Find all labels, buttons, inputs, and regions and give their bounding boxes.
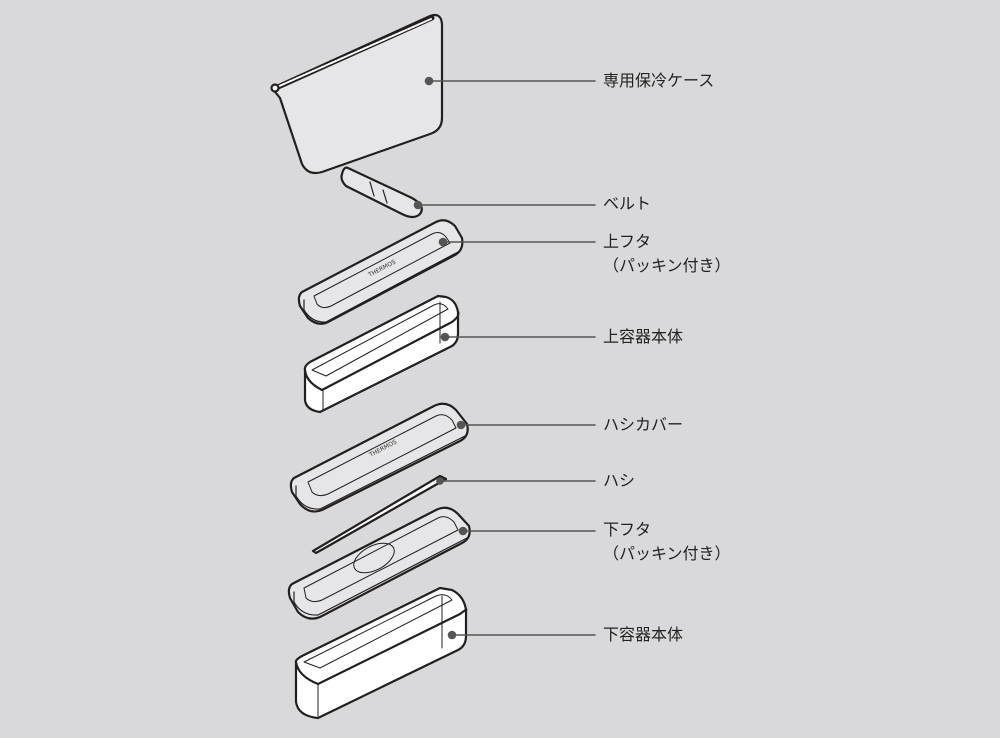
chopsticks xyxy=(311,474,448,555)
label-upper-lid-sub: （パッキン付き） xyxy=(603,256,731,275)
lower-container xyxy=(294,586,468,720)
leader-lines xyxy=(413,76,596,640)
label-cooler-case: 専用保冷ケース xyxy=(603,71,715,90)
label-chopsticks: ハシ xyxy=(603,471,636,490)
label-lower-lid: 下フタ xyxy=(603,520,652,539)
label-upper-lid: 上フタ xyxy=(603,232,652,251)
label-lower-container: 下容器本体 xyxy=(603,625,684,644)
chopstick-cover: THERMOS xyxy=(289,402,469,513)
label-chopstick-cover: ハシカバー xyxy=(603,415,684,434)
label-belt: ベルト xyxy=(603,194,652,213)
upper-lid: THERMOS xyxy=(297,219,464,325)
lower-lid xyxy=(287,506,471,620)
cooler-case xyxy=(270,13,444,175)
upper-container xyxy=(303,294,460,414)
belt xyxy=(340,166,423,219)
label-upper-container: 上容器本体 xyxy=(603,327,684,346)
label-lower-lid-sub: （パッキン付き） xyxy=(603,544,731,563)
